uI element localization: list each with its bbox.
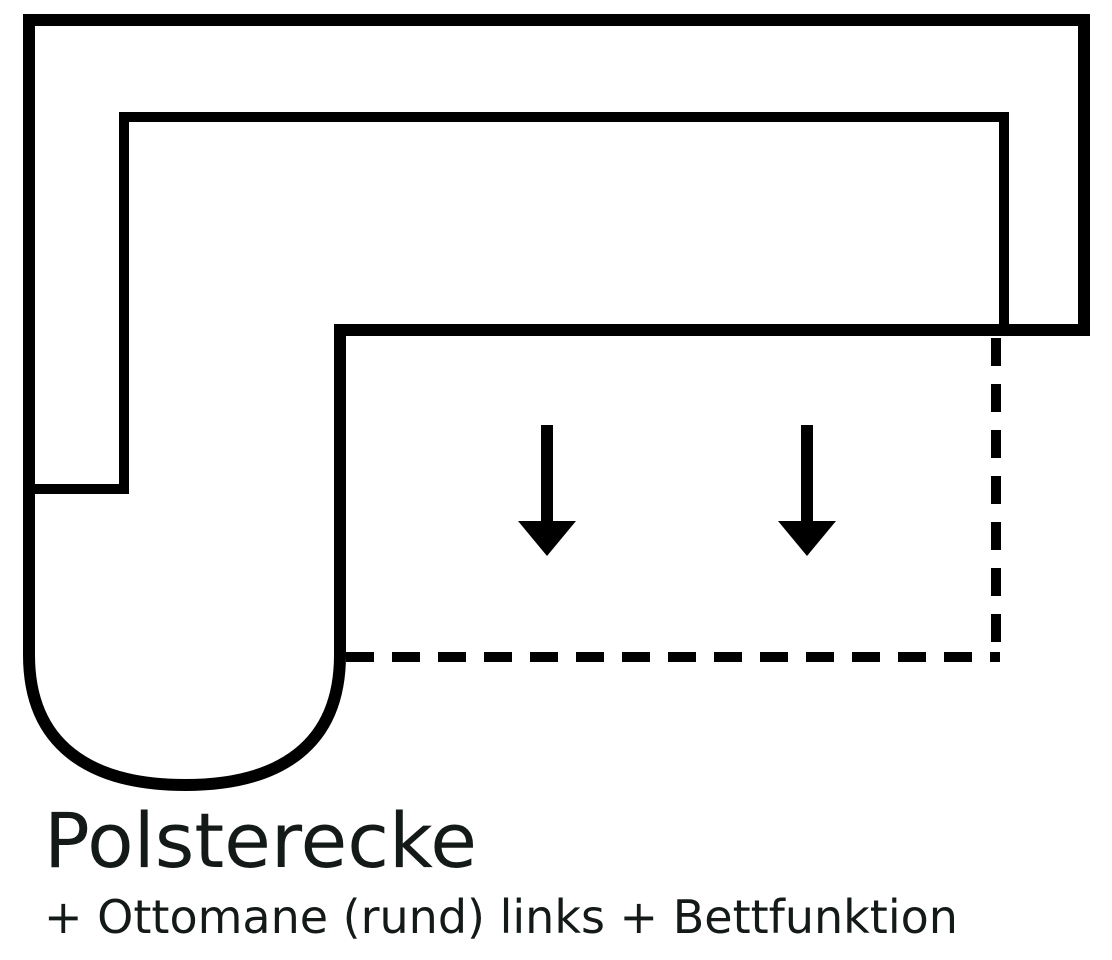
- backrest-line: [29, 112, 1009, 494]
- diagram-title: Polsterecke: [44, 796, 478, 885]
- pull-out-arrow-icon: [518, 425, 576, 556]
- diagram-subtitle: + Ottomane (rund) links + Bettfunktion: [44, 890, 958, 944]
- sofa-outline: [23, 14, 1090, 792]
- pull-out-arrow-icon: [778, 425, 836, 556]
